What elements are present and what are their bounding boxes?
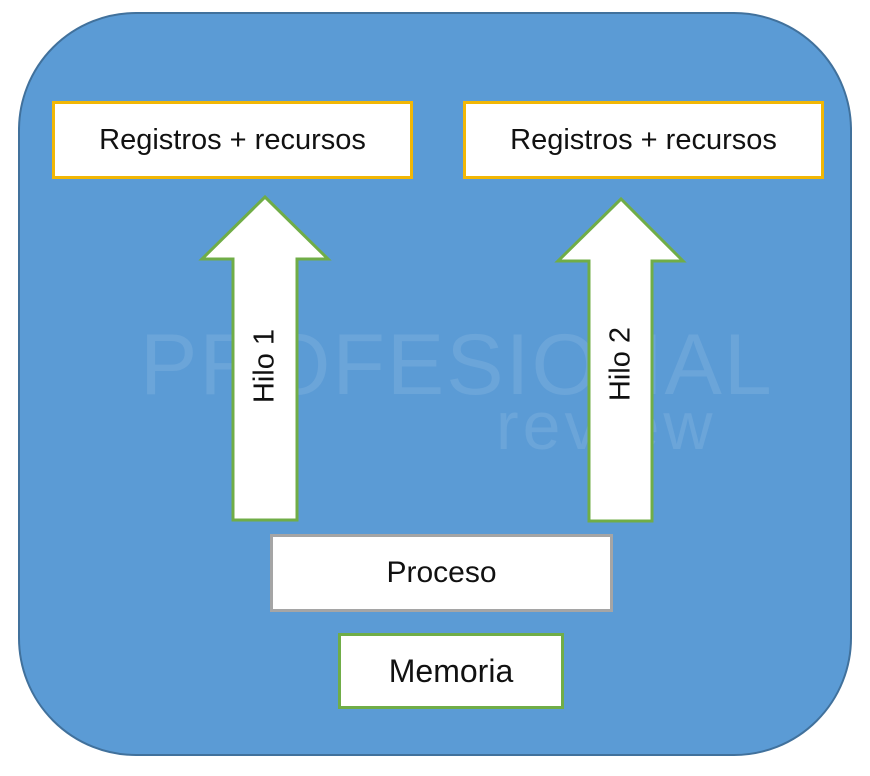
registers-resources-box-right: Registros + recursos — [463, 101, 824, 179]
registers-resources-label-left: Registros + recursos — [99, 123, 366, 156]
thread-2-label: Hilo 2 — [605, 327, 637, 401]
process-box: Proceso — [270, 534, 613, 612]
memory-box: Memoria — [338, 633, 564, 709]
process-label: Proceso — [386, 556, 497, 589]
registers-resources-box-left: Registros + recursos — [52, 101, 413, 179]
thread-1-arrow — [198, 194, 332, 522]
registers-resources-label-right: Registros + recursos — [510, 123, 777, 156]
thread-1-label: Hilo 1 — [249, 329, 281, 403]
thread-2-arrow — [554, 196, 687, 523]
memory-label: Memoria — [388, 652, 514, 689]
